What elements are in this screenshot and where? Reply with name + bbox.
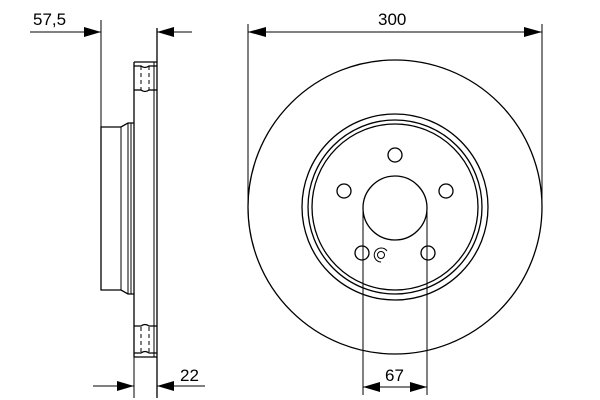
top-vent-section bbox=[134, 61, 157, 93]
center-bore bbox=[362, 175, 428, 241]
thickness-label: 22 bbox=[180, 366, 199, 385]
bolt-hole bbox=[420, 245, 436, 261]
bolt-hole bbox=[336, 183, 352, 199]
dimension-outer-diameter: 300 bbox=[247, 10, 543, 207]
dimension-hub-offset: 57,5 bbox=[30, 10, 192, 127]
bolt-hole bbox=[387, 147, 403, 163]
bottom-vent-section bbox=[134, 323, 157, 358]
bolt-holes bbox=[336, 147, 454, 261]
side-view: 57,5 22 bbox=[30, 10, 205, 398]
outer-diameter-label: 300 bbox=[378, 10, 406, 29]
hub-ring-middle bbox=[307, 119, 483, 295]
disc-outer-edge bbox=[247, 59, 543, 355]
center-bore-label: 67 bbox=[385, 366, 404, 385]
bolt-hole bbox=[438, 183, 454, 199]
hub-offset-label: 57,5 bbox=[33, 10, 66, 29]
locator-screw-icon bbox=[373, 247, 388, 263]
hub-ring-inner bbox=[311, 123, 479, 291]
front-view: 300 67 bbox=[247, 10, 543, 395]
hub-section bbox=[100, 122, 134, 295]
dimension-thickness: 22 bbox=[93, 357, 205, 398]
dimension-center-bore: 67 bbox=[362, 208, 428, 395]
hub-ring-outer bbox=[301, 113, 489, 301]
bolt-hole bbox=[354, 245, 370, 261]
